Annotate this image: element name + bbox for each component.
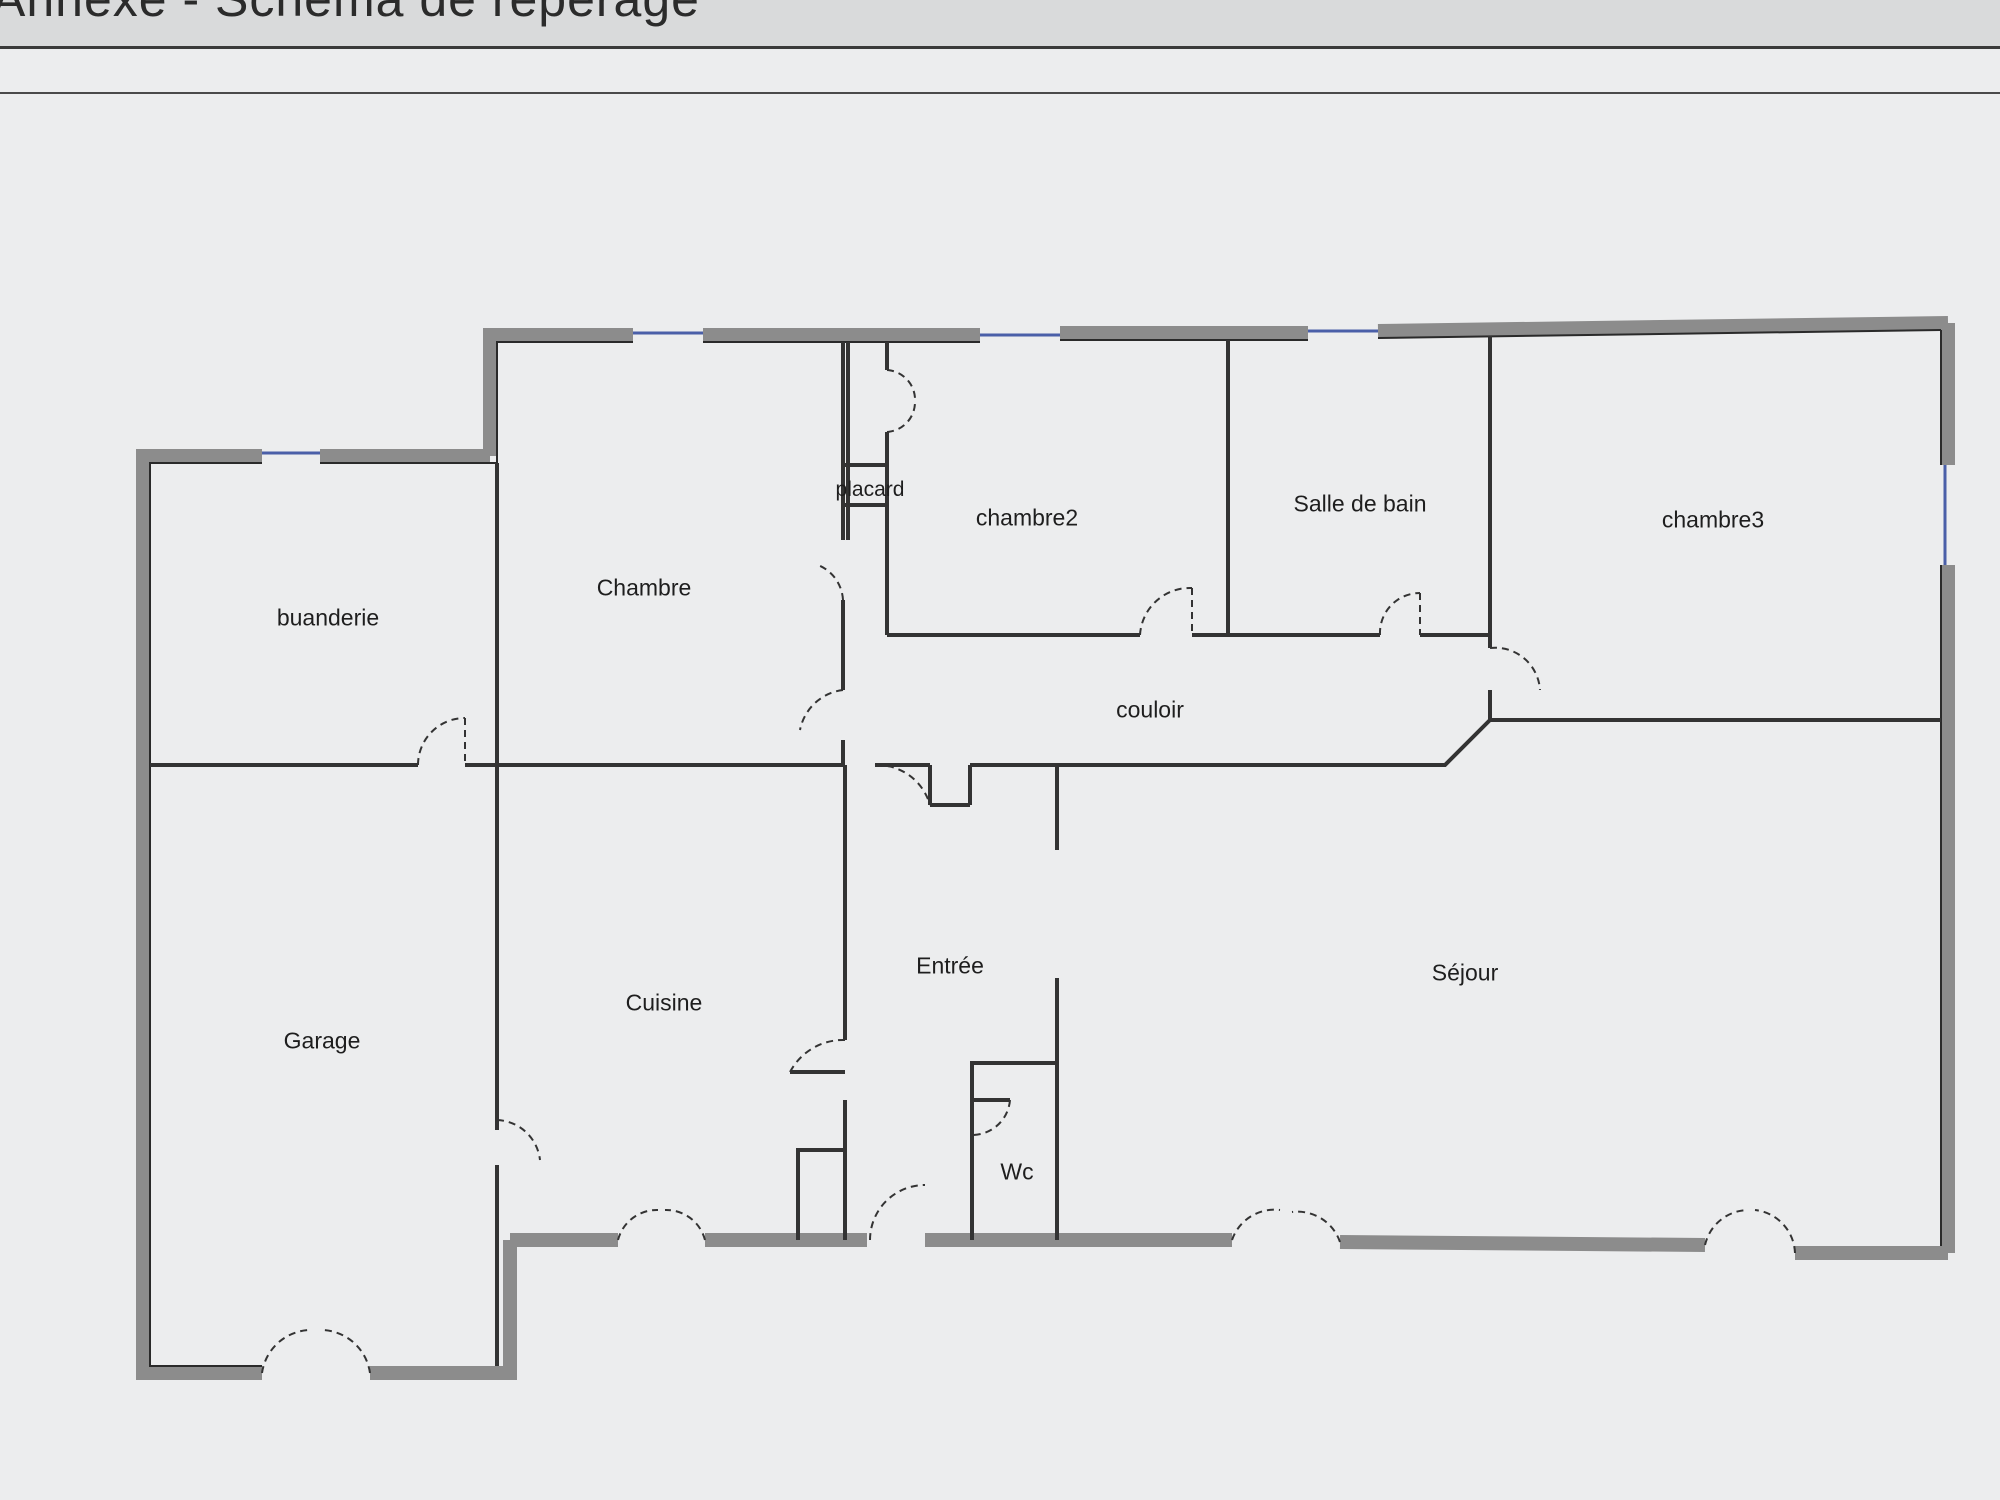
header-rule bbox=[0, 46, 2000, 49]
door-sejour-ext-right bbox=[1291, 1210, 1341, 1243]
outer-wall-edges bbox=[149, 329, 1942, 1367]
door-chambre bbox=[799, 689, 844, 731]
door-garage-right bbox=[321, 1329, 371, 1374]
outer-wall-step bbox=[483, 328, 633, 456]
door-garage-side bbox=[496, 1119, 541, 1161]
door-cuisine-ext-right bbox=[664, 1208, 706, 1241]
room-label-cuisine: Cuisine bbox=[625, 989, 703, 1016]
door-sejour-ext2-right bbox=[1754, 1209, 1796, 1254]
outer-wall-bottom-6 bbox=[370, 1240, 517, 1380]
door-chambre3 bbox=[1489, 646, 1541, 691]
room-label-chambre2: chambre2 bbox=[975, 504, 1079, 531]
door-buanderie bbox=[417, 717, 466, 766]
header-band bbox=[0, 0, 2000, 48]
door-wc bbox=[971, 1099, 1011, 1137]
windows bbox=[262, 329, 1947, 565]
outer-wall-bottom-2 bbox=[1339, 1235, 1706, 1252]
room-label-couloir: couloir bbox=[1116, 696, 1184, 723]
door-salle-de-bain bbox=[1378, 591, 1421, 636]
room-label-wc: Wc bbox=[1000, 1158, 1034, 1185]
room-label-placard: placard bbox=[835, 478, 905, 501]
room-label-buanderie: buanderie bbox=[276, 604, 380, 631]
door-sejour-ext2-left bbox=[1704, 1209, 1749, 1246]
interior-walls bbox=[150, 336, 1941, 1366]
room-label-garage: Garage bbox=[283, 1027, 361, 1054]
wall-wc bbox=[970, 1061, 1057, 1240]
outer-wall-left-wing bbox=[136, 449, 262, 1380]
room-label-entree: Entrée bbox=[916, 952, 984, 979]
outer-wall-top-3 bbox=[1377, 316, 1949, 338]
room-label-chambre3: chambre3 bbox=[1661, 506, 1765, 533]
door-sejour-ext-left bbox=[1231, 1208, 1281, 1241]
room-label-sejour: Séjour bbox=[1431, 959, 1499, 986]
page-title: Annexe - Schéma de repérage bbox=[0, 0, 700, 28]
door-swings bbox=[261, 369, 1796, 1374]
door-cuisine bbox=[789, 1038, 846, 1073]
door-cuisine-ext-left bbox=[617, 1208, 659, 1241]
room-label-chambre: Chambre bbox=[596, 574, 692, 601]
door-garage-left bbox=[261, 1329, 311, 1374]
door-entree bbox=[869, 1184, 926, 1241]
room-label-salle-de-bain: Salle de bain bbox=[1293, 490, 1427, 517]
door-chambre2 bbox=[1139, 586, 1193, 636]
door-couloir-entree bbox=[874, 763, 931, 806]
outer-walls bbox=[136, 316, 1955, 1380]
wall-couloir-south bbox=[970, 718, 1492, 767]
section-rule bbox=[0, 92, 2000, 94]
